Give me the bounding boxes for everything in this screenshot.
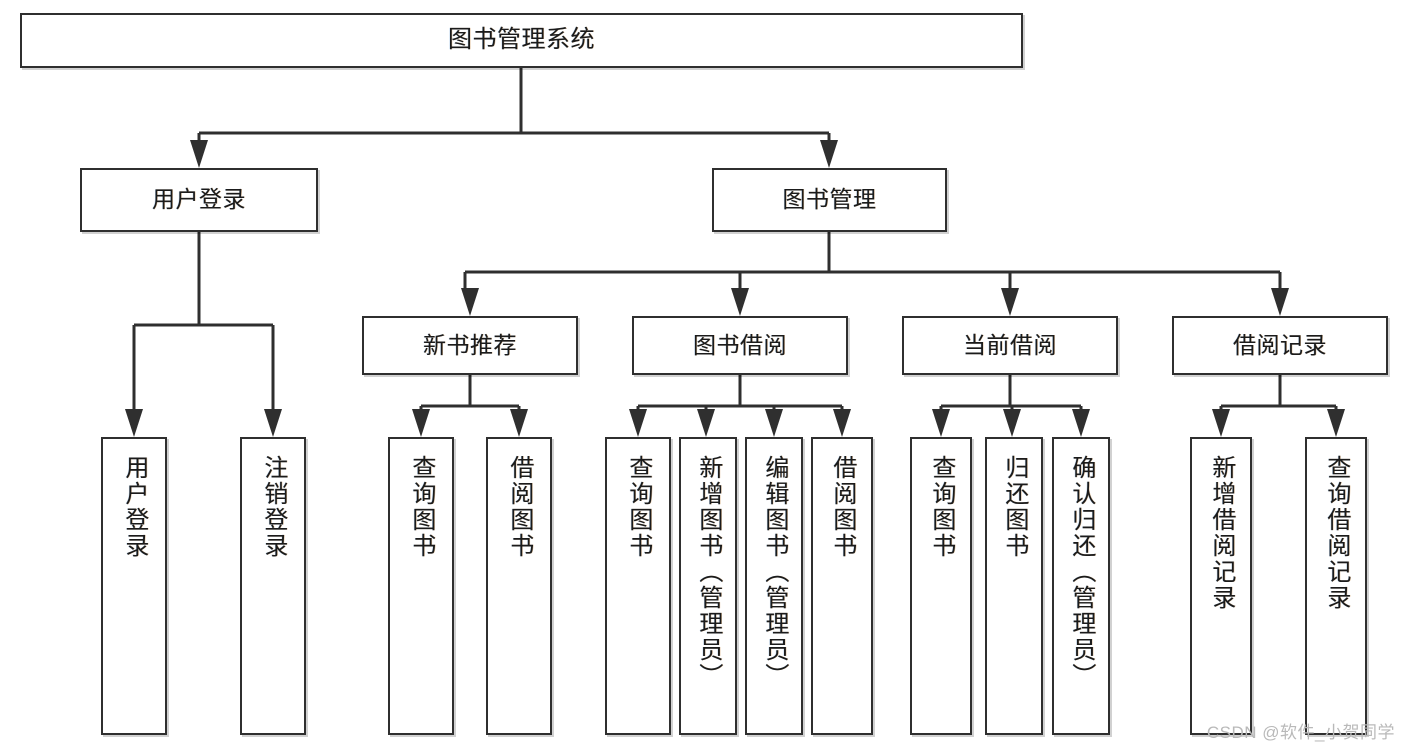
node-leaf-cb-confirm[interactable]: 确认归还（管理员）: [1052, 437, 1110, 735]
node-leaf-bb-query[interactable]: 查询图书: [605, 437, 671, 735]
node-leaf-rec-borrow[interactable]: 借阅图书: [486, 437, 552, 735]
node-label: 编辑图书（管理员）: [760, 455, 788, 689]
arrowhead: [412, 409, 430, 437]
arrowhead: [461, 288, 479, 316]
arrowhead: [629, 409, 647, 437]
node-label: 新增图书（管理员）: [694, 455, 722, 689]
node-book-manage[interactable]: 图书管理: [712, 168, 947, 232]
node-leaf-cb-return[interactable]: 归还图书: [985, 437, 1043, 735]
node-label: 图书管理: [782, 186, 877, 213]
arrowhead: [1212, 409, 1230, 437]
node-label: 图书管理系统: [448, 26, 595, 54]
node-label: 确认归还（管理员）: [1067, 455, 1095, 689]
node-user-login[interactable]: 用户登录: [80, 168, 318, 232]
node-current-borrow[interactable]: 当前借阅: [902, 316, 1118, 375]
arrowhead: [510, 409, 528, 437]
arrowhead: [833, 409, 851, 437]
node-label: 当前借阅: [963, 331, 1057, 358]
node-leaf-br-add[interactable]: 新增借阅记录: [1190, 437, 1252, 735]
node-leaf-user-login[interactable]: 用户登录: [101, 437, 167, 735]
node-leaf-user-logout[interactable]: 注销登录: [240, 437, 306, 735]
arrowhead: [125, 409, 143, 437]
node-label: 查询图书: [927, 455, 955, 559]
node-label: 借阅图书: [828, 455, 856, 559]
node-leaf-cb-query[interactable]: 查询图书: [910, 437, 972, 735]
node-label: 借阅记录: [1233, 331, 1327, 358]
node-label: 查询图书: [624, 455, 652, 559]
arrowhead: [1003, 409, 1021, 437]
arrowhead: [1271, 288, 1289, 316]
arrowhead: [264, 409, 282, 437]
node-root[interactable]: 图书管理系统: [20, 13, 1023, 68]
node-label: 用户登录: [152, 186, 246, 213]
node-leaf-br-query[interactable]: 查询借阅记录: [1305, 437, 1367, 735]
arrowhead: [1072, 409, 1090, 437]
arrowhead: [1001, 288, 1019, 316]
arrowhead: [932, 409, 950, 437]
node-label: 查询图书: [407, 455, 435, 559]
node-label: 注销登录: [259, 455, 287, 559]
node-leaf-rec-query[interactable]: 查询图书: [388, 437, 454, 735]
node-book-borrow[interactable]: 图书借阅: [632, 316, 848, 375]
node-label: 查询借阅记录: [1322, 455, 1350, 611]
node-label: 新书推荐: [423, 331, 517, 358]
node-leaf-bb-add[interactable]: 新增图书（管理员）: [679, 437, 737, 735]
arrowhead: [765, 409, 783, 437]
arrowhead: [697, 409, 715, 437]
arrowhead: [190, 140, 208, 168]
node-borrow-record[interactable]: 借阅记录: [1172, 316, 1388, 375]
arrowhead: [820, 140, 838, 168]
node-label: 图书借阅: [693, 331, 787, 358]
node-label: 借阅图书: [505, 455, 533, 559]
node-label: 用户登录: [120, 455, 148, 559]
node-leaf-bb-borrow[interactable]: 借阅图书: [811, 437, 873, 735]
arrowhead: [731, 288, 749, 316]
node-leaf-bb-edit[interactable]: 编辑图书（管理员）: [745, 437, 803, 735]
arrowhead: [1327, 409, 1345, 437]
node-label: 归还图书: [1000, 455, 1028, 559]
csdn-watermark: CSDN @软件_小贺同学: [1206, 723, 1395, 742]
node-new-book-rec[interactable]: 新书推荐: [362, 316, 578, 375]
node-label: 新增借阅记录: [1207, 455, 1235, 611]
